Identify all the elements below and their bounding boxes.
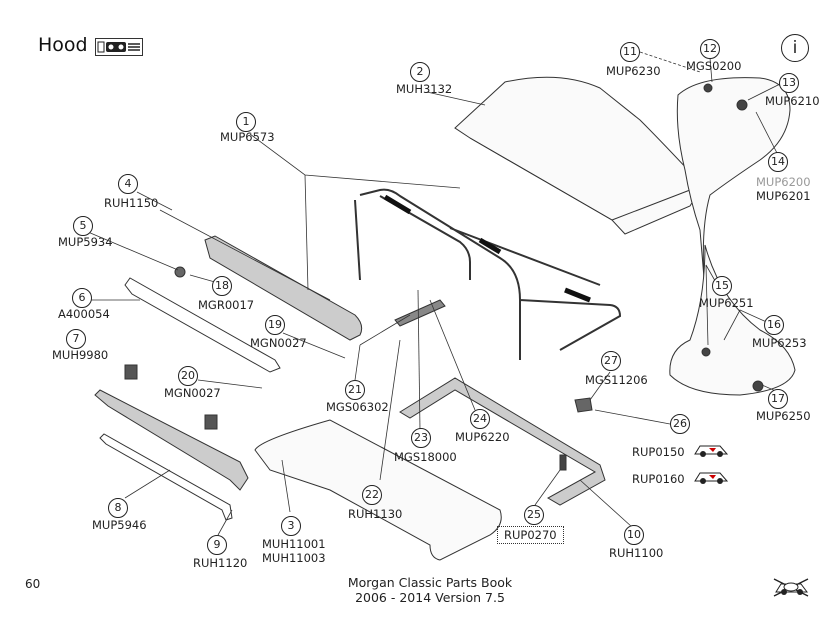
part-code-3b: MUH11003	[262, 551, 326, 565]
part-code-21: MGS06302	[326, 400, 389, 414]
footer: Morgan Classic Parts Book 2006 - 2014 Ve…	[300, 575, 560, 605]
callout-27: 27	[601, 351, 621, 371]
part-code-10: RUH1100	[609, 546, 664, 560]
part-code-24: MUP6220	[455, 430, 510, 444]
callout-21: 21	[345, 380, 365, 400]
callout-4: 4	[118, 174, 138, 194]
part-code-26b: RUP0160	[632, 472, 685, 486]
callout-2: 2	[410, 62, 430, 82]
callout-7: 7	[66, 329, 86, 349]
callout-6: 6	[72, 288, 92, 308]
part-code-12: MGS0200	[686, 59, 742, 73]
part-code-3a: MUH11001	[262, 537, 326, 551]
callout-24: 24	[470, 409, 490, 429]
part-code-27: MGS11206	[585, 373, 648, 387]
part-code-8: MUP5946	[92, 518, 147, 532]
car-variant-icon	[692, 467, 730, 485]
callout-16: 16	[764, 315, 784, 335]
callout-26: 26	[670, 414, 690, 434]
callout-10: 10	[624, 525, 644, 545]
part-code-17: MUP6250	[756, 409, 811, 423]
part-code-19: MGN0027	[250, 336, 307, 350]
part-code-1: MUP6573	[220, 130, 275, 144]
part-code-20: MGN0027	[164, 386, 221, 400]
car-badge-icon	[95, 38, 143, 56]
callout-11: 11	[620, 42, 640, 62]
header-rail-drawing	[204, 235, 363, 341]
callout-8: 8	[108, 498, 128, 518]
part-code-26a: RUP0150	[632, 445, 685, 459]
part-code-4: RUH1150	[104, 196, 159, 210]
part-code-9: RUH1120	[193, 556, 248, 570]
callout-3: 3	[281, 516, 301, 536]
callout-5: 5	[73, 216, 93, 236]
hood-frame-drawing	[354, 188, 622, 360]
callout-18: 18	[212, 276, 232, 296]
part-code-14a: MUP6200	[756, 175, 811, 189]
page-number: 60	[25, 577, 41, 591]
part-code-16: MUP6253	[752, 336, 807, 350]
part-code-23: MGS18000	[394, 450, 457, 464]
callout-25: 25	[524, 505, 544, 525]
part-code-11: MUP6230	[606, 64, 661, 78]
part-code-2: MUH3132	[396, 82, 453, 96]
callout-13: 13	[779, 73, 799, 93]
callout-19: 19	[265, 315, 285, 335]
page-title: Hood	[38, 34, 88, 56]
part-code-22: RUH1130	[348, 507, 403, 521]
footer-version: 2006 - 2014 Version 7.5	[355, 590, 505, 605]
part-code-25: RUP0270	[497, 526, 564, 544]
callout-12: 12	[700, 39, 720, 59]
hood-cover-drawing	[454, 76, 701, 235]
callout-14: 14	[768, 152, 788, 172]
part-code-13: MUP6210	[765, 94, 820, 108]
car-variant-icon	[692, 440, 730, 458]
side-panel-drawing	[676, 77, 791, 291]
part-code-14b: MUP6201	[756, 189, 811, 203]
info-icon[interactable]: i	[781, 34, 809, 62]
footer-book-title: Morgan Classic Parts Book	[347, 575, 513, 590]
part-code-7: MUH9980	[52, 348, 109, 362]
callout-9: 9	[207, 535, 227, 555]
part-code-5: MUP5934	[58, 235, 113, 249]
callout-17: 17	[768, 389, 788, 409]
callout-20: 20	[178, 366, 198, 386]
part-code-15: MUP6251	[699, 296, 754, 310]
crossed-car-icon	[772, 577, 810, 597]
callout-1: 1	[236, 112, 256, 132]
callout-23: 23	[411, 428, 431, 448]
part-code-18: MGR0017	[198, 298, 255, 312]
callout-22: 22	[362, 485, 382, 505]
callout-15: 15	[712, 276, 732, 296]
part-code-6: A400054	[58, 307, 110, 321]
